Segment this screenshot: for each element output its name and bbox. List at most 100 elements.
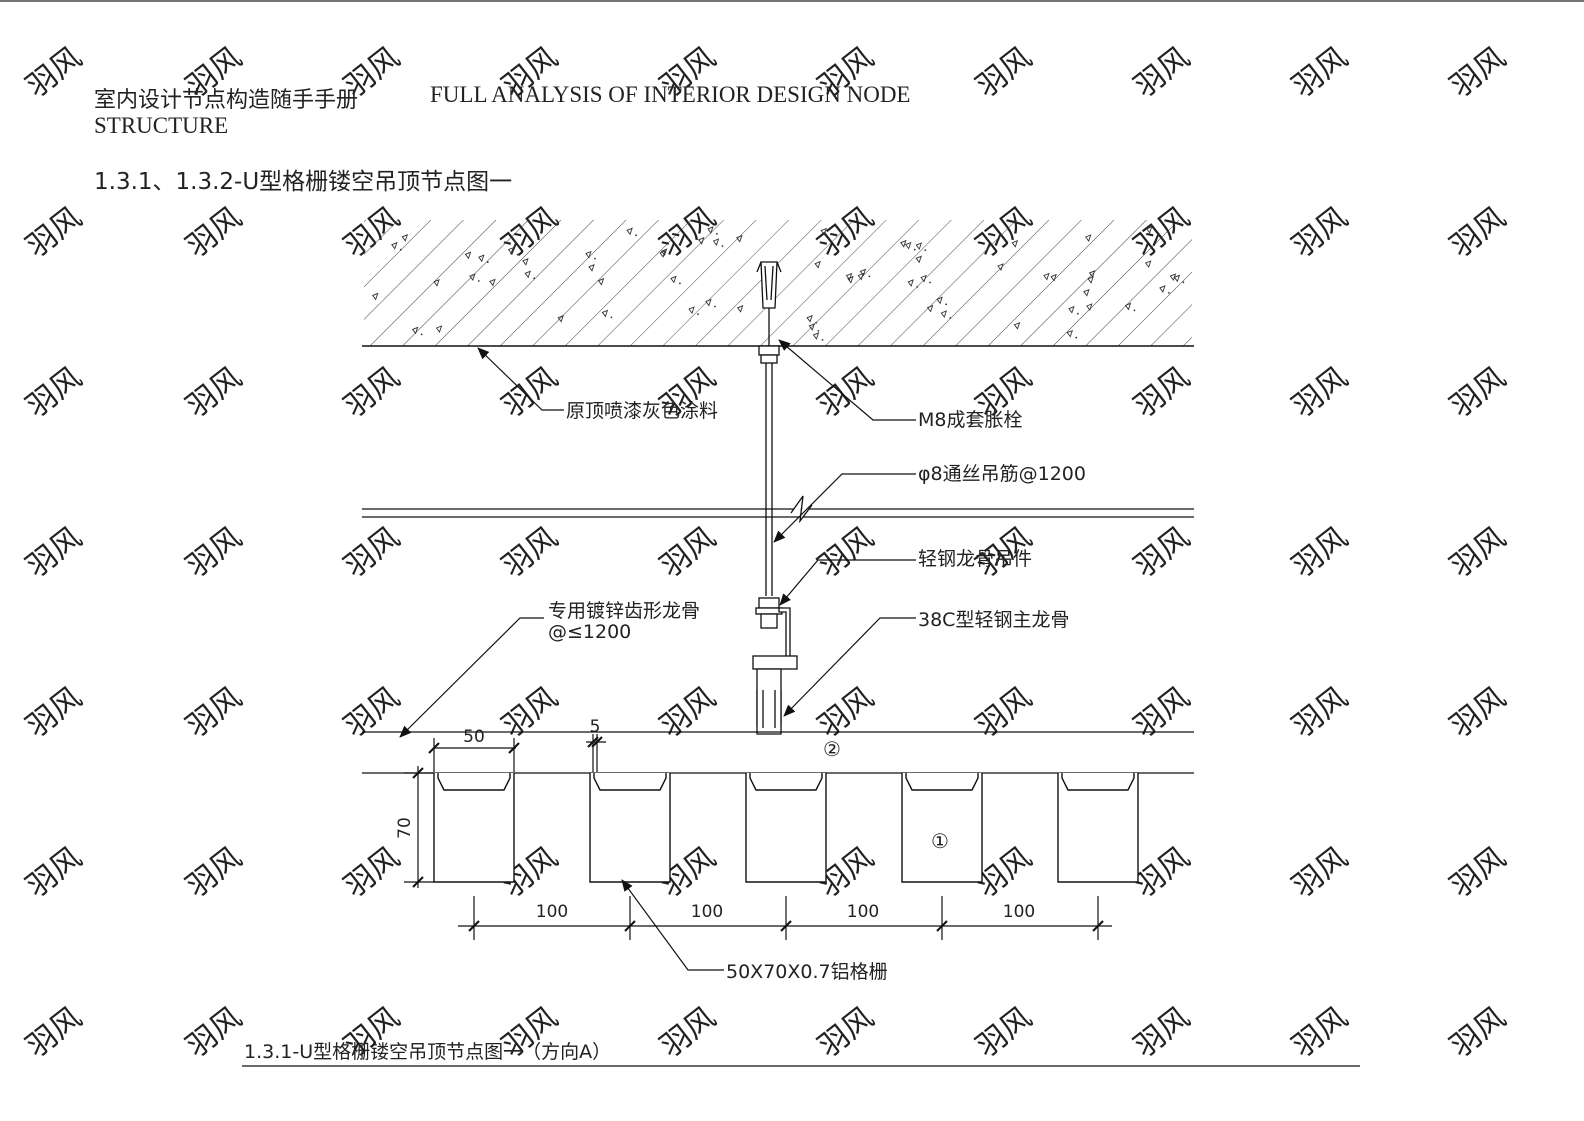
aggregate-mark bbox=[936, 296, 943, 305]
aggregate-mark bbox=[712, 238, 720, 246]
spacing-tick bbox=[1092, 920, 1104, 932]
aggregate-mark bbox=[915, 255, 922, 264]
aggregate-mark bbox=[847, 275, 854, 284]
watermark: 羽风 bbox=[20, 1000, 89, 1065]
watermark: 羽风 bbox=[970, 680, 1039, 745]
aggregate-mark bbox=[469, 273, 476, 281]
aggregate-mark bbox=[859, 268, 867, 277]
dimension-gap bbox=[586, 734, 606, 772]
aggregate-dot bbox=[1133, 309, 1136, 312]
aggregate-mark bbox=[1159, 285, 1166, 293]
watermark: 羽风 bbox=[338, 360, 407, 425]
aggregate-dot bbox=[679, 282, 681, 285]
aggregate-dot bbox=[714, 305, 716, 308]
aggregate-mark bbox=[507, 246, 515, 255]
watermark: 羽风 bbox=[496, 680, 565, 745]
aggregate-mark bbox=[1011, 240, 1019, 248]
label-main-keel: 38C型轻钢主龙骨 bbox=[918, 609, 1069, 631]
aggregate-dot bbox=[610, 316, 613, 319]
watermark: 羽风 bbox=[1286, 680, 1355, 745]
watermark: 羽风 bbox=[496, 360, 565, 425]
aggregate-mark bbox=[660, 248, 668, 257]
watermark: 羽风 bbox=[338, 840, 407, 905]
aggregate-mark bbox=[814, 260, 821, 269]
aggregate-dot bbox=[821, 339, 824, 341]
watermark: 羽风 bbox=[812, 520, 881, 585]
watermark: 羽风 bbox=[20, 200, 89, 265]
watermark: 羽风 bbox=[812, 40, 881, 105]
u-grille-group bbox=[433, 773, 1139, 883]
dimension-height bbox=[404, 766, 434, 888]
watermark: 羽风 bbox=[496, 520, 565, 585]
aggregate-mark bbox=[670, 275, 677, 284]
aggregate-mark bbox=[1124, 302, 1132, 311]
watermark: 羽风 bbox=[338, 40, 407, 105]
watermark: 羽风 bbox=[1128, 1000, 1197, 1065]
aggregate-dot bbox=[1182, 281, 1185, 284]
dim-spacing-3: 100 bbox=[847, 902, 879, 922]
watermark: 羽风 bbox=[1444, 840, 1513, 905]
aggregate-mark bbox=[904, 241, 912, 250]
watermark: 羽风 bbox=[1444, 200, 1513, 265]
aggregate-dot bbox=[1168, 292, 1170, 294]
aggregate-dot bbox=[716, 233, 718, 235]
label-tooth-keel: 专用镀锌齿形龙骨 bbox=[548, 600, 700, 622]
leader-main-keel bbox=[783, 617, 916, 717]
watermark: 羽风 bbox=[20, 680, 89, 745]
aggregate-mark bbox=[820, 227, 827, 236]
u-grille bbox=[433, 773, 515, 883]
concrete-aggregate bbox=[371, 226, 1185, 341]
aggregate-mark bbox=[433, 279, 440, 287]
watermark: 羽风 bbox=[812, 1000, 881, 1065]
dim-spacing-4: 100 bbox=[1003, 902, 1035, 922]
aggregate-mark bbox=[707, 226, 714, 234]
aggregate-dot bbox=[924, 249, 927, 252]
aggregate-dot bbox=[945, 303, 947, 306]
aggregate-dot bbox=[635, 234, 637, 237]
aggregate-mark bbox=[688, 306, 695, 315]
aggregate-mark bbox=[812, 332, 820, 340]
watermark: 羽风 bbox=[1128, 360, 1197, 425]
book-title-cn: 室内设计节点构造随手手册 bbox=[94, 88, 359, 113]
watermark: 羽风 bbox=[1286, 520, 1355, 585]
aggregate-mark bbox=[736, 234, 743, 243]
aggregate-mark bbox=[478, 254, 485, 263]
dim-spacing-2: 100 bbox=[691, 902, 723, 922]
aggregate-mark bbox=[915, 242, 923, 251]
label-hanger-rod: φ8通丝吊筋@1200 bbox=[918, 463, 1086, 485]
aggregate-mark bbox=[435, 325, 443, 333]
aggregate-mark bbox=[940, 310, 948, 318]
aggregate-dot bbox=[815, 321, 817, 324]
concrete-slab bbox=[362, 220, 1194, 347]
watermark: 羽风 bbox=[812, 360, 881, 425]
aggregate-mark bbox=[920, 274, 927, 283]
aggregate-mark bbox=[626, 227, 633, 236]
watermark: 羽风 bbox=[1286, 360, 1355, 425]
watermark: 羽风 bbox=[1286, 1000, 1355, 1065]
aggregate-mark bbox=[997, 263, 1004, 271]
watermark: 羽风 bbox=[812, 680, 881, 745]
aggregate-mark bbox=[391, 241, 398, 250]
dim-gap: 5 bbox=[590, 717, 601, 737]
aggregate-mark bbox=[1145, 226, 1153, 234]
label-grille: 50X70X0.7铝格栅 bbox=[726, 961, 888, 983]
main-keel-38c bbox=[756, 690, 782, 735]
aggregate-mark bbox=[926, 304, 934, 313]
leader-original-ceiling bbox=[477, 347, 564, 411]
aggregate-mark bbox=[1087, 276, 1094, 284]
aggregate-mark bbox=[464, 251, 472, 260]
aggregate-mark bbox=[1086, 303, 1093, 311]
watermark: 羽风 bbox=[180, 840, 249, 905]
watermark: 羽风 bbox=[1128, 680, 1197, 745]
label-expansion-bolt: M8成套胀栓 bbox=[918, 409, 1022, 431]
label-hanger-clip: 轻钢龙骨吊件 bbox=[918, 548, 1032, 570]
aggregate-dot bbox=[420, 333, 423, 336]
aggregate-dot bbox=[594, 257, 596, 260]
aggregate-dot bbox=[868, 275, 871, 278]
aggregate-mark bbox=[705, 298, 712, 307]
aggregate-mark bbox=[524, 270, 531, 279]
watermark: 羽风 bbox=[654, 680, 723, 745]
aggregate-mark bbox=[557, 314, 564, 323]
watermark: 羽风 bbox=[1444, 40, 1513, 105]
